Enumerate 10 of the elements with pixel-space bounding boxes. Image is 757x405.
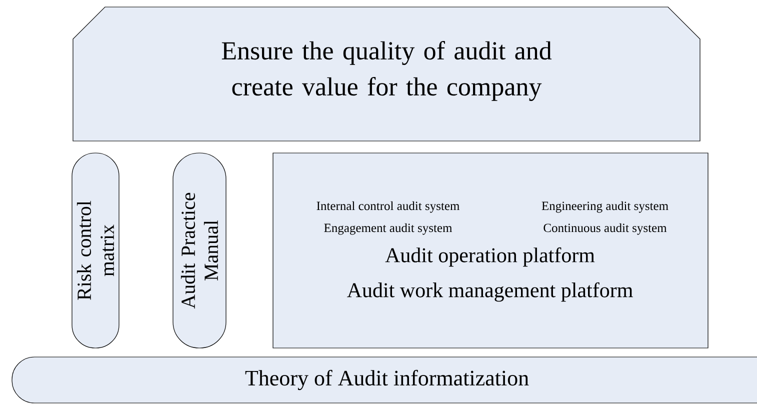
banner-text: Ensure the quality of audit and create value for the company	[222, 41, 552, 101]
pill-label: Risk control matrix	[76, 200, 114, 300]
band-label: Theory of Audit informatization	[245, 370, 529, 390]
platform-label: Audit operation platform	[385, 247, 595, 267]
system-label: Continuous audit system	[544, 223, 667, 235]
system-label: Engineering audit system	[542, 201, 668, 213]
pill-label: Audit Practice Manual	[180, 192, 218, 309]
platform-label: Audit work management platform	[347, 282, 633, 302]
system-label: Internal control audit system	[316, 201, 460, 213]
system-label: Engagement audit system	[324, 223, 452, 235]
